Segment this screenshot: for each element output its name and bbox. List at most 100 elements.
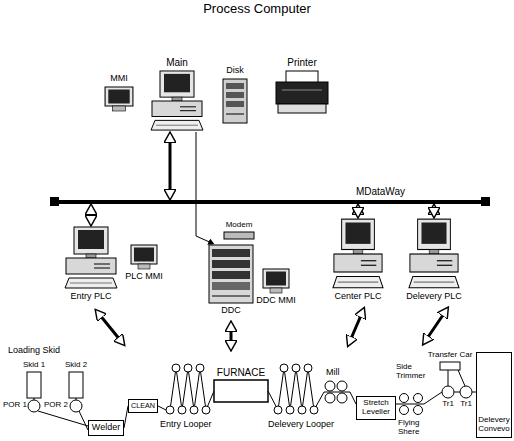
part-label: Tr1 xyxy=(460,400,472,409)
roller xyxy=(310,406,318,414)
node-label: DDC xyxy=(221,306,241,316)
node-label: Modem xyxy=(226,221,253,230)
plant-link-arrows xyxy=(99,314,121,341)
node-label: Delevery PLC xyxy=(406,292,462,302)
process-line xyxy=(28,400,40,412)
plant-link-arrows xyxy=(350,313,362,341)
welder-box: Welder xyxy=(88,420,124,436)
plc-node: Center PLC xyxy=(332,218,384,290)
roller xyxy=(190,406,198,414)
plant-link-arrows xyxy=(99,312,445,345)
skid-box: Skid 1 xyxy=(27,372,41,398)
node-label: Transfer Car xyxy=(428,351,473,360)
node-label: Disk xyxy=(226,66,244,76)
node-label: PLC MMI xyxy=(125,272,163,282)
connector xyxy=(433,210,436,212)
node-label: CLEAN xyxy=(130,402,156,410)
node-label: FURNACE xyxy=(217,367,265,378)
roller xyxy=(298,406,306,414)
printer-node: Printer xyxy=(274,70,330,114)
connector xyxy=(90,210,93,220)
computer-icon xyxy=(333,219,383,288)
node-label: Skid 1 xyxy=(23,361,45,370)
process-line xyxy=(337,393,347,403)
monitor-node: DDC MMI xyxy=(262,268,290,294)
computer-icon xyxy=(151,71,203,130)
process-line xyxy=(396,392,442,404)
modem-node: Modem xyxy=(224,232,254,239)
process-line xyxy=(337,381,347,391)
data-bus: MDataWay xyxy=(55,200,485,204)
part-label: Side Trimmer xyxy=(396,363,432,381)
process-line xyxy=(458,370,465,386)
plc-node: Entry PLC xyxy=(64,226,118,290)
monitor-node: MMI xyxy=(104,86,134,112)
process-line xyxy=(400,406,409,415)
ddc-node: DDC xyxy=(208,244,254,304)
strip xyxy=(170,368,206,410)
cleaning-box: CLEAN xyxy=(128,399,158,413)
node-label: MMI xyxy=(110,74,128,84)
roller xyxy=(166,406,174,414)
process-line xyxy=(314,392,356,410)
process-line xyxy=(414,406,423,415)
computer-icons xyxy=(65,71,459,303)
roller xyxy=(304,364,312,372)
looper-rollers xyxy=(166,364,318,414)
part-label: Entry Looper xyxy=(160,420,212,430)
roller xyxy=(292,364,300,372)
strip xyxy=(278,368,314,410)
printer-icon xyxy=(276,71,328,113)
process-line xyxy=(325,381,335,391)
monitor-icon xyxy=(105,87,133,111)
part-label: Mill xyxy=(326,368,340,378)
process-line xyxy=(158,406,166,410)
conveyor-box: Delevery Convevo xyxy=(476,352,512,438)
node-label: Stretch Leveller xyxy=(358,399,394,417)
process-line xyxy=(454,392,460,393)
monitor-node: PLC MMI xyxy=(130,244,158,270)
roller xyxy=(184,364,192,372)
section-label: Loading Skid xyxy=(8,346,60,356)
transfer-car: Transfer Car xyxy=(440,362,460,370)
roller xyxy=(280,364,288,372)
part-label: Delevery Looper xyxy=(268,420,334,430)
disk-icon xyxy=(223,79,247,123)
node-label: MDataWay xyxy=(356,186,405,197)
roller xyxy=(178,406,186,414)
process-line xyxy=(460,386,472,398)
process-line xyxy=(448,370,449,386)
node-label: Delevery Convevo xyxy=(478,416,510,434)
node-label: Center PLC xyxy=(334,292,381,302)
modem-icon xyxy=(224,232,254,239)
part-label: Flying Shere xyxy=(398,419,434,437)
node-label: Welder xyxy=(90,423,122,433)
roller xyxy=(202,406,210,414)
part-label: POR 1 xyxy=(3,401,27,410)
roller xyxy=(274,406,282,414)
connector xyxy=(169,138,172,194)
bus-terminators xyxy=(50,197,490,206)
node-label: Entry PLC xyxy=(70,292,111,302)
connector xyxy=(357,210,360,212)
plc-node: Delevery PLC xyxy=(408,218,460,290)
part-label: POR 2 xyxy=(44,401,68,410)
node-label: Skid 2 xyxy=(65,361,87,370)
computer-icon xyxy=(65,227,117,288)
process-line xyxy=(79,411,88,430)
process-line xyxy=(27,372,41,398)
part-label: Tr1 xyxy=(442,400,454,409)
skid-box: Skid 2 xyxy=(69,372,83,398)
node-label: DDC MMI xyxy=(256,296,296,306)
computer-node: Main xyxy=(150,70,204,132)
process-line xyxy=(69,372,83,398)
roller xyxy=(286,406,294,414)
monitor-icon xyxy=(131,245,157,269)
process-line xyxy=(70,400,82,412)
roller xyxy=(172,364,180,372)
node-label: Printer xyxy=(287,57,316,68)
process-line xyxy=(440,362,460,370)
leveller-box: Stretch Leveller xyxy=(356,396,396,420)
process-line xyxy=(325,393,335,403)
